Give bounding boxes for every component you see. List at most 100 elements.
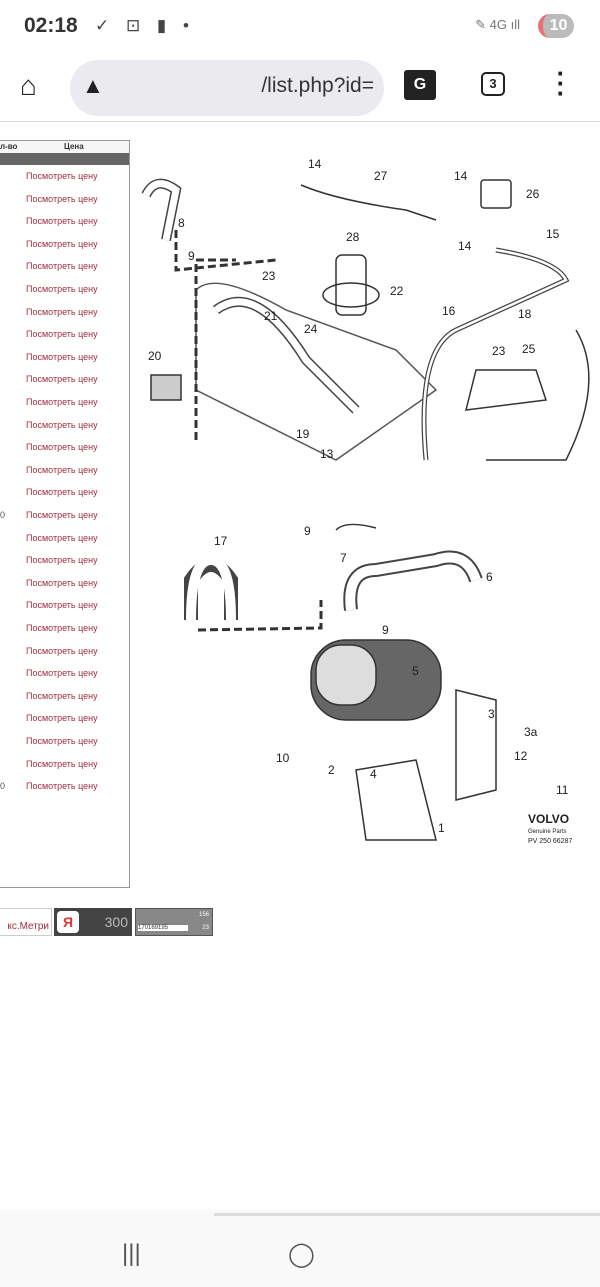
mail-bottom: 23 [202,925,209,931]
mail-top: 156 [198,912,209,918]
callout-label: 8 [178,216,185,230]
view-price-link[interactable]: Посмотреть цену [26,193,98,204]
callout-label: 14 [454,169,468,183]
callout-label: 15 [546,227,560,241]
view-price-link[interactable]: Посмотреть цену [26,284,98,294]
callout-label: 10 [276,751,290,765]
callout-label: 14 [458,239,472,253]
view-price-link[interactable]: Посмотреть цену [26,329,98,340]
view-price-link[interactable]: Посмотреть цену [26,713,98,724]
callout-label: 3a [524,725,538,739]
diagram-code: PV 250 66287 [528,838,572,845]
metrika-link[interactable]: кс.Метри [0,908,52,936]
table-row: Посмотреть цену [0,255,128,277]
callout-label: 22 [390,284,404,298]
table-row: Посмотреть цену [0,346,128,368]
lower-assembly [184,523,497,841]
qty-header: л-во [0,142,18,151]
yandex-icon: Я [57,911,79,933]
view-price-link[interactable]: Посмотреть цену [26,171,98,181]
view-price-link[interactable]: Посмотреть цену [26,374,98,385]
view-price-link[interactable]: Посмотреть цену [26,261,98,272]
table-row: Посмотреть цену [0,707,128,729]
callout-label: 18 [518,307,532,321]
callout-label: 19 [296,427,310,441]
callout-label: 9 [382,623,389,637]
brand-logo: VOLVO [528,812,569,826]
callout-label: 3 [488,707,495,721]
yandex-counter[interactable]: Я 300 [54,908,132,936]
callout-label: 9 [304,524,311,538]
system-nav-bar [0,1210,600,1287]
view-price-link[interactable]: Посмотреть цену [26,600,98,611]
view-price-link[interactable]: Посмотреть цену [26,487,98,498]
callout-label: 9 [188,249,195,263]
translate-icon[interactable]: G [404,70,436,100]
view-price-link[interactable]: Посмотреть цену [26,306,98,317]
scroll-indicator [214,1213,600,1216]
view-price-link[interactable]: Посмотреть цену [26,690,98,701]
table-row: Посмотреть цену [0,323,128,345]
status-bar: 02:18 ✓ ⊡ ▮ • ✎ 4G ıll 10 [0,0,600,54]
warning-icon[interactable]: ▲ [82,73,104,98]
qty-cell: 0 [0,781,6,792]
view-price-link[interactable]: Посмотреть цену [26,645,98,656]
home-nav-icon[interactable]: ◯ [288,1241,315,1268]
view-price-link[interactable]: Посмотреть цену [26,555,98,566]
view-price-link[interactable]: Посмотреть цену [26,758,98,769]
table-row: Посмотреть цену [0,594,128,616]
callout-label: 16 [442,304,456,318]
callout-label: 5 [412,664,419,678]
view-price-link[interactable]: Посмотреть цену [26,532,98,543]
table-row: Посмотреть цену [0,436,128,458]
callout-label: 21 [264,309,278,323]
menu-icon[interactable]: ··· [556,58,566,108]
table-row: Посмотреть цену [0,459,128,481]
view-price-link[interactable]: Посмотреть цену [26,464,98,475]
table-row: Посмотреть цену [0,391,128,413]
view-price-link[interactable]: Посмотреть цену [26,781,98,792]
view-price-link[interactable]: Посмотреть цену [26,419,98,430]
view-price-link[interactable]: Посмотреть цену [26,216,98,227]
table-row: Посмотреть цену [0,301,128,323]
view-price-link[interactable]: Посмотреть цену [26,577,98,588]
callout-label: 6 [486,570,493,584]
view-price-link[interactable]: Посмотреть цену [26,510,98,520]
tabs-button[interactable]: 3 [481,72,505,96]
url-text[interactable]: /list.php?id= [261,74,374,97]
callout-label: 27 [374,169,388,183]
view-price-link[interactable]: Посмотреть цену [26,442,98,453]
table-row: Посмотреть цену [0,527,128,549]
callout-label: 4 [370,767,377,781]
mail-counter[interactable]: 156 170169195 23 [135,908,213,936]
view-price-link[interactable]: Посмотреть цену [26,736,98,746]
address-bar[interactable]: ▲ /list.php?id= [70,60,384,116]
table-row: Посмотреть цену [0,753,128,775]
callout-label: 17 [214,534,228,548]
view-price-link[interactable]: Посмотреть цену [26,397,98,407]
table-row: Посмотреть цену [0,165,128,187]
table-row: Посмотреть цену [0,278,128,300]
callout-label: 23 [492,344,506,358]
table-row: Посмотреть цену [0,188,128,210]
table-row: Посмотреть цену [0,617,128,639]
table-row: Посмотреть цену [0,481,128,503]
callout-label: 7 [340,551,347,565]
notification-icons: ✓ ⊡ ▮ • [95,16,195,35]
view-price-link[interactable]: Посмотреть цену [26,351,98,362]
callout-label: 14 [308,157,322,171]
table-row: Посмотреть цену [0,685,128,707]
view-price-link[interactable]: Посмотреть цену [26,668,98,679]
recents-icon[interactable]: ||| [122,1240,141,1267]
table-row: Посмотреть цену [0,640,128,662]
callout-label: 26 [526,187,540,201]
view-price-link[interactable]: Посмотреть цену [26,623,98,633]
home-icon[interactable]: ⌂ [20,70,37,101]
table-row: Посмотреть цену [0,572,128,594]
header-bar [0,153,129,165]
signal-icons: ✎ 4G ıll [475,17,520,32]
view-price-link[interactable]: Посмотреть цену [26,238,98,249]
callout-label: 20 [148,349,162,363]
